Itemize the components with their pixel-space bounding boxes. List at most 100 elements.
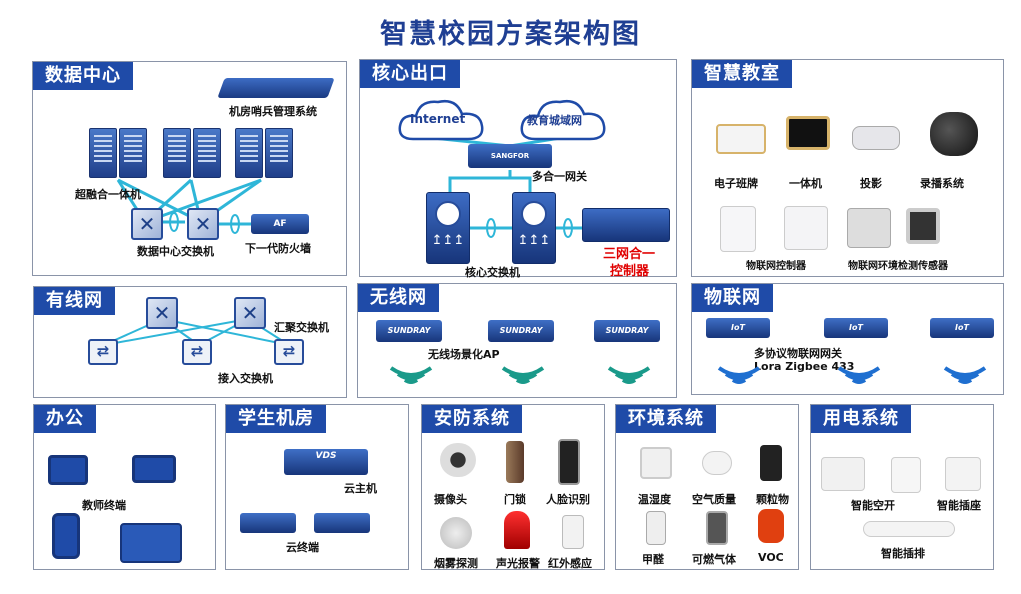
gas-label: 可燃气体	[692, 553, 736, 566]
camera-label: 摄像头	[434, 493, 467, 506]
projector-label: 投影	[860, 177, 882, 190]
hyper-label: 超融合一体机	[75, 188, 141, 201]
sangfor-text: SANGFOR	[490, 152, 530, 160]
formaldehyde-label: 甲醛	[642, 553, 664, 566]
temp-label: 温湿度	[638, 493, 671, 506]
socket-label: 智能插座	[937, 499, 981, 512]
vds-text: VDS	[315, 451, 337, 461]
infrared-label: 红外感应	[548, 557, 592, 570]
brand-text: SUNDRAY	[499, 326, 543, 335]
teacher-label: 教师终端	[82, 499, 126, 512]
panel-title: 核心出口	[360, 60, 460, 88]
firewall-label: 下一代防火墙	[245, 242, 311, 255]
air-quality-icon	[702, 451, 732, 475]
infrared-sensor-icon	[562, 515, 584, 549]
panel-title: 物联网	[692, 284, 773, 312]
ap-device: SUNDRAY	[376, 320, 442, 342]
gas-detector-icon	[706, 511, 728, 545]
sentinel-label: 机房哨兵管理系统	[229, 105, 317, 118]
iot-gateway-device: IoT	[824, 318, 888, 338]
brand-text: SUNDRAY	[387, 326, 431, 335]
laptop-icon	[132, 455, 176, 483]
breaker-icon	[821, 457, 865, 491]
iot-controller-icon	[720, 206, 756, 252]
iot-text: IoT	[849, 323, 863, 332]
env-sensor-label: 物联网环境检测传感器	[848, 261, 948, 272]
edu-label: 教育城域网	[527, 114, 582, 127]
particle-label: 颗粒物	[756, 493, 789, 506]
monitor-icon	[48, 455, 88, 485]
wifi-icon	[717, 366, 761, 384]
access-switch: ⇄	[274, 339, 304, 365]
internet-label: Internet	[410, 112, 466, 126]
panel-wireless: 无线网 SUNDRAY SUNDRAY SUNDRAY 无线场景化AP	[357, 283, 677, 398]
sensor-icon	[906, 208, 940, 244]
cloud-icon	[398, 100, 484, 141]
sensor-icon	[847, 208, 891, 248]
wifi-icon	[389, 366, 433, 384]
gateway-device: SANGFOR	[468, 144, 552, 168]
panel-title: 用电系统	[811, 405, 911, 433]
voc-label: VOC	[758, 551, 784, 564]
panel-iot: 物联网 IoT IoT IoT 多协议物联网网关 Lora Zigbee 433	[691, 283, 1004, 395]
ac-label: 智能空开	[851, 499, 895, 512]
lock-icon	[506, 441, 524, 483]
socket-icon	[945, 457, 981, 491]
all-in-one-icon	[786, 116, 830, 150]
panel-power: 用电系统 智能空开 智能插座 智能插排	[810, 404, 994, 570]
wifi-icon	[943, 366, 987, 384]
iot-ctrl-label: 物联网控制器	[746, 261, 806, 272]
panel-office: 办公 教师终端	[33, 404, 216, 570]
panel-classroom: 智慧教室 电子班牌 一体机 投影 录播系统 物联网控制器 物联网环境检测传感器	[691, 59, 1004, 277]
core-switch: ↥↥↥	[426, 192, 470, 264]
core-switch-label: 核心交换机	[465, 266, 520, 279]
panel-title: 有线网	[34, 287, 115, 315]
iot-protocol-label: Lora Zigbee 433	[754, 360, 855, 373]
iot-gateway-device: IoT	[930, 318, 994, 338]
particle-sensor-icon	[760, 445, 782, 481]
aggregation-switch	[234, 297, 266, 329]
iot-gateway-device: IoT	[706, 318, 770, 338]
controller-label-2: 控制器	[610, 264, 650, 279]
datacenter-switch	[131, 208, 163, 240]
cloud-terminal-device	[314, 513, 370, 533]
panel-title: 办公	[34, 405, 96, 433]
wifi-icon	[501, 366, 545, 384]
alarm-icon	[504, 511, 530, 549]
projector-icon	[852, 126, 900, 150]
panel-title: 安防系统	[422, 405, 522, 433]
server	[235, 128, 263, 178]
camera-icon	[440, 443, 476, 477]
cloud-host-device: VDS	[284, 449, 368, 475]
iot-text: IoT	[955, 323, 969, 332]
formaldehyde-icon	[646, 511, 666, 545]
controller-device	[582, 208, 670, 242]
smoke-detector-icon	[440, 517, 472, 549]
aio-label: 一体机	[789, 177, 822, 190]
printer-icon	[120, 523, 182, 563]
firewall-device: AF	[251, 214, 309, 234]
face-label: 人脸识别	[546, 493, 590, 506]
server	[163, 128, 191, 178]
phone-icon	[52, 513, 80, 559]
panel-title: 智慧教室	[692, 60, 792, 88]
terminal-label: 云终端	[286, 541, 319, 554]
cloud-terminal-device	[240, 513, 296, 533]
access-switch: ⇄	[88, 339, 118, 365]
controller-label-1: 三网合一	[603, 247, 656, 262]
board-label: 电子班牌	[714, 177, 758, 190]
gateway-label: 多合一网关	[532, 170, 587, 183]
voc-sensor-icon	[758, 509, 784, 543]
firewall-af-text: AF	[273, 219, 287, 229]
ap-device: SUNDRAY	[488, 320, 554, 342]
dc-switch-label: 数据中心交换机	[137, 245, 214, 258]
core-switch: ↥↥↥	[512, 192, 556, 264]
panel-datacenter: 数据中心 机房哨兵管理系统 超融合一体机 数据中心交换机 AF 下一代防火墙	[32, 61, 347, 276]
aggregation-switch	[146, 297, 178, 329]
panel-title: 数据中心	[33, 62, 133, 90]
panel-title: 环境系统	[616, 405, 716, 433]
breaker-icon	[891, 457, 921, 493]
page-title: 智慧校园方案架构图	[380, 19, 641, 50]
camera-icon	[930, 112, 978, 156]
server	[119, 128, 147, 178]
